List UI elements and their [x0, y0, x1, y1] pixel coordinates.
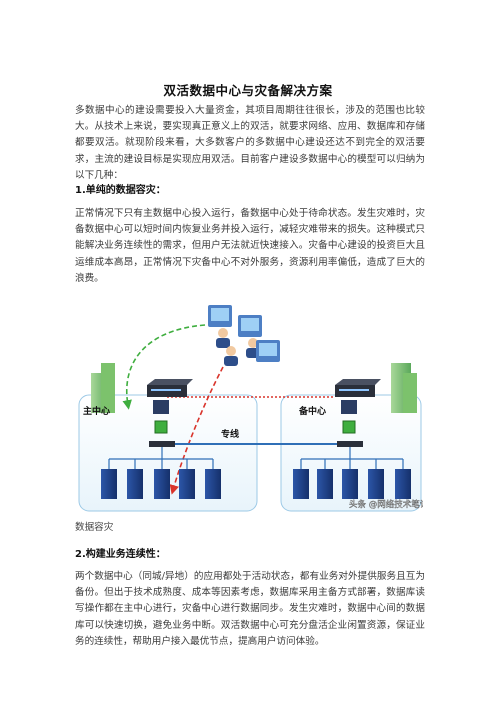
- main-center-label: 主中心: [83, 405, 110, 417]
- users-icon: [208, 305, 280, 366]
- section-1-body: 正常情况下只有主数据中心投入运行，备数据中心处于待命状态。发生灾难时，灾备数据中…: [75, 208, 425, 284]
- main-core-switch-icon: [147, 379, 193, 397]
- intro-paragraph: 多数据中心的建设需要投入大量资金，其项目周期往往很长，涉及的范围也比较大。从技术…: [75, 105, 425, 181]
- section-1-heading: 1.单纯的数据容灾：: [75, 185, 166, 196]
- main-router-icon: [153, 400, 169, 414]
- main-server-cabinets-icon: [101, 469, 221, 499]
- main-firewall-icon: [154, 420, 168, 434]
- page-title: 双活数据中心与灾备解决方案: [163, 83, 333, 98]
- disaster-recovery-diagram: 主中心 备中心 专线: [78, 305, 423, 512]
- backup-server-cabinets-icon: [293, 469, 411, 499]
- dedicated-line-label: 专线: [221, 428, 239, 440]
- backup-center-label: 备中心: [298, 405, 326, 417]
- backup-core-switch-icon: [335, 379, 381, 397]
- watermark: 头条 @网络技术笔记: [349, 499, 423, 510]
- main-access-switch-icon: [149, 441, 175, 447]
- figure-caption: 数据容灾: [75, 522, 114, 533]
- section-2-heading: 2.构建业务连续性：: [75, 549, 166, 560]
- section-2-body: 两个数据中心（同城/异地）的应用都处于活动状态，都有业务对外提供服务且互为备份。…: [75, 571, 425, 647]
- backup-firewall-icon: [342, 420, 356, 434]
- backup-router-icon: [341, 400, 357, 414]
- backup-access-switch-icon: [337, 441, 363, 447]
